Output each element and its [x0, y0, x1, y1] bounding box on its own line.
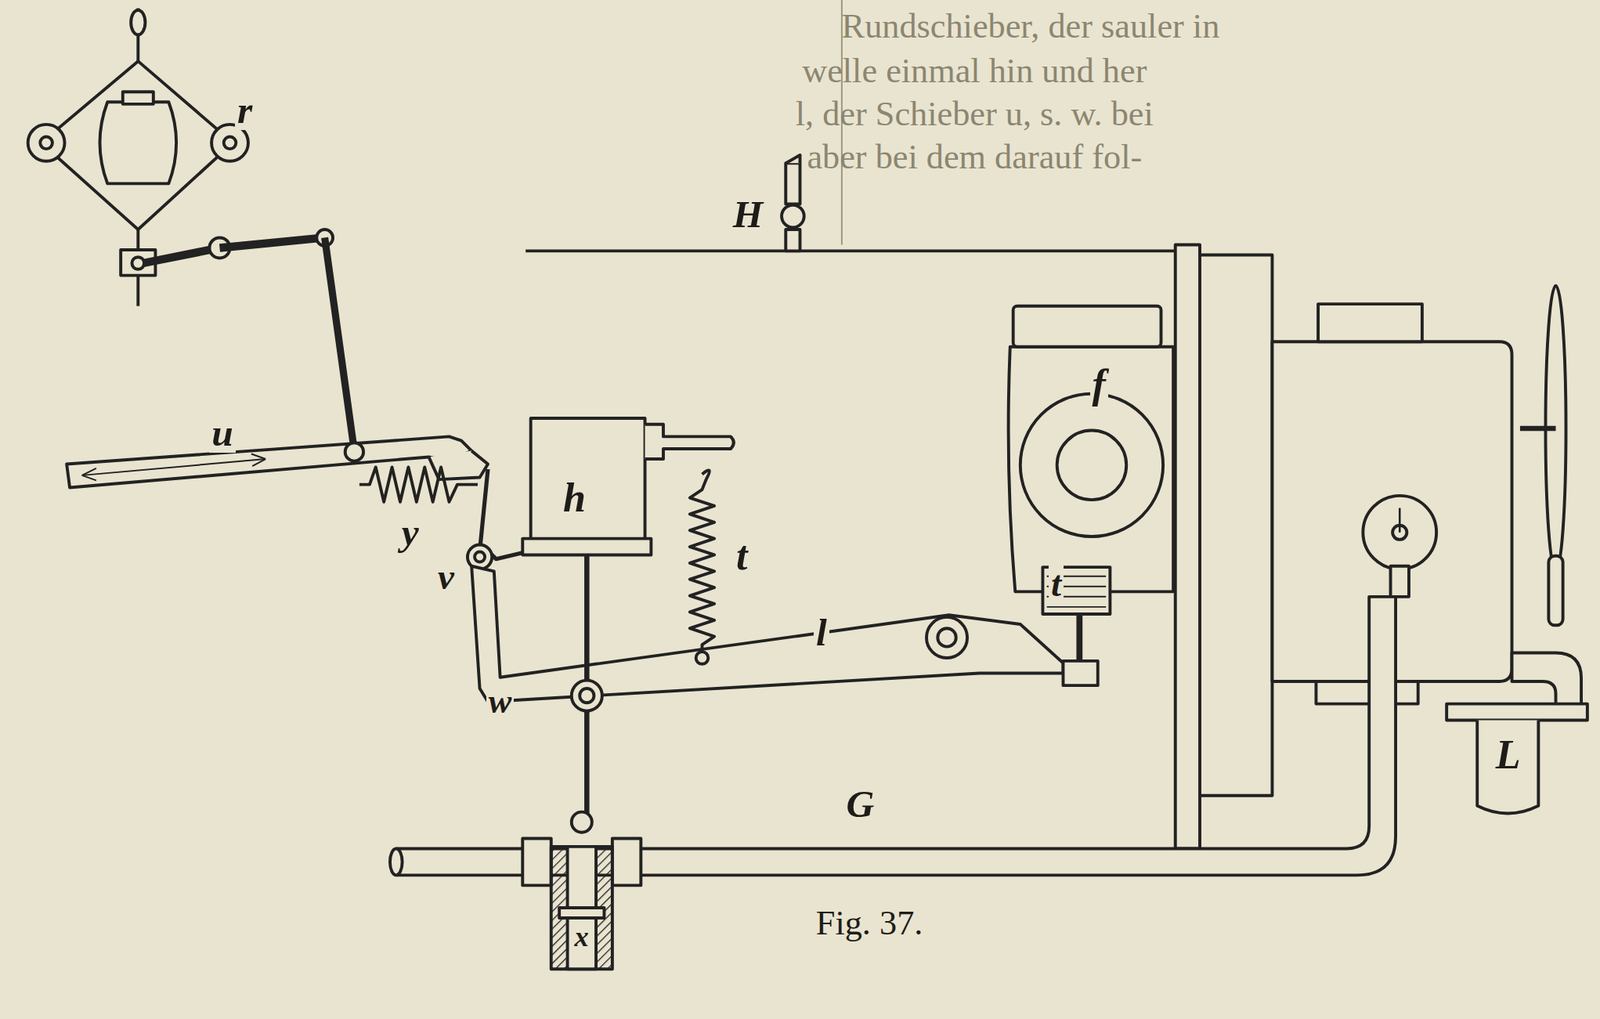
page-text: welle einmal hin und her: [801, 54, 1147, 89]
part-letter: w: [486, 683, 515, 720]
part-letter: y: [399, 512, 422, 553]
part-letter: H: [730, 194, 766, 235]
page-text: l, der Schieber u, s. w. bei: [795, 97, 1154, 132]
part-letter: v: [435, 557, 457, 596]
page-text: Rundschieber, der sauler in: [841, 9, 1221, 44]
part-letter: u: [209, 412, 236, 454]
part-letter: f: [1090, 363, 1109, 406]
part-letter: x: [572, 921, 592, 952]
figure-caption: Fig. 37.: [816, 906, 924, 941]
part-letter: G: [843, 783, 877, 825]
part-letter: l: [813, 612, 830, 654]
part-letter: t: [1048, 564, 1064, 604]
page-text: aber bei dem darauf fol-: [806, 140, 1142, 175]
part-letter: h: [560, 476, 589, 520]
part-letter: r: [234, 90, 255, 131]
part-letter: t: [733, 534, 750, 578]
part-letter: L: [1493, 733, 1524, 777]
